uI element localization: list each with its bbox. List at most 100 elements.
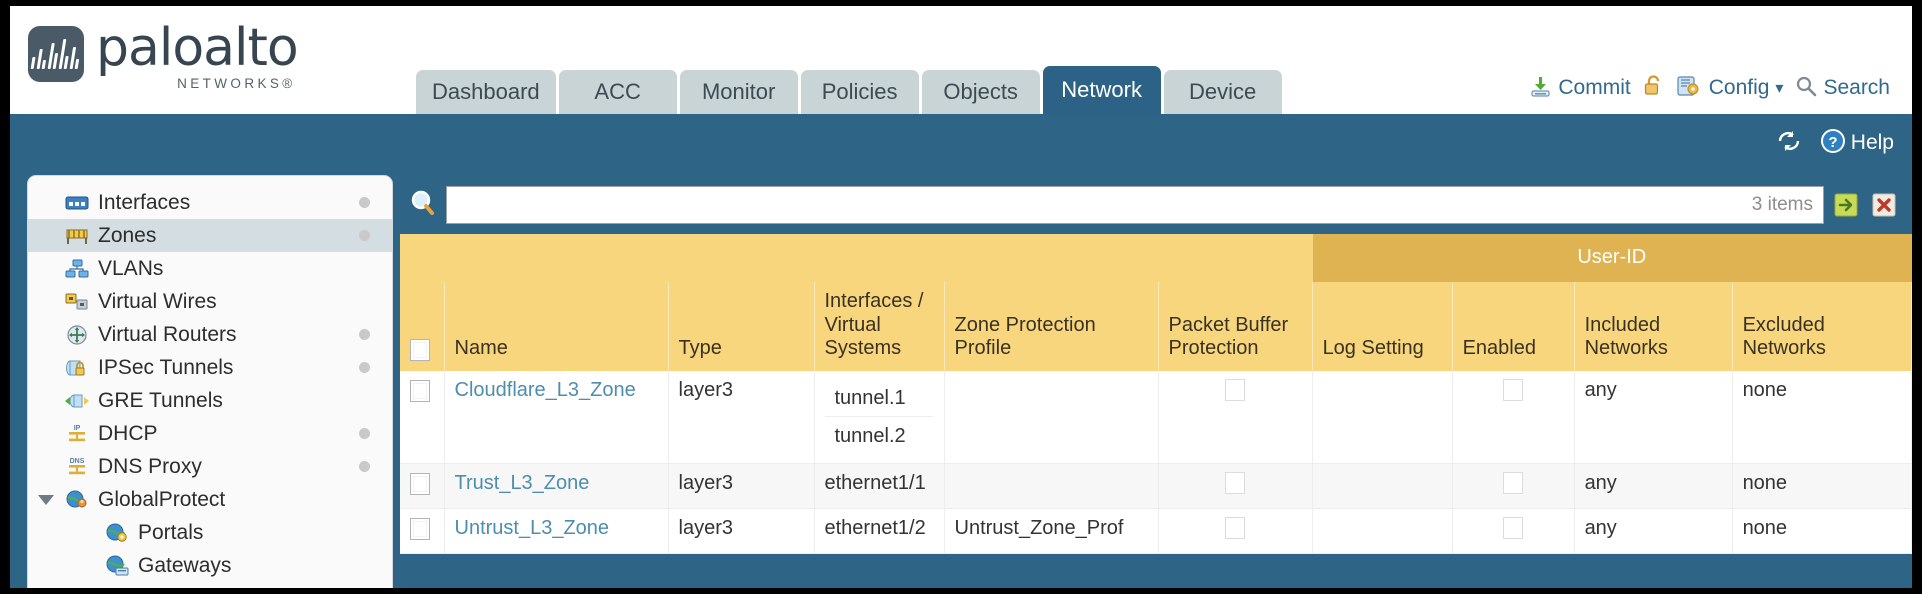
column-header-interfaces[interactable]: Interfaces / Virtual Systems	[814, 282, 945, 371]
portals-icon	[104, 522, 130, 544]
cell-log-setting	[1312, 370, 1453, 464]
column-header-packet-buffer-protection[interactable]: Packet Buffer Protection	[1158, 282, 1313, 371]
cell-packet-buffer-protection	[1158, 508, 1313, 554]
paloalto-logo-icon	[28, 26, 84, 82]
column-header-type[interactable]: Type	[668, 282, 815, 371]
tab-monitor[interactable]: Monitor	[679, 70, 798, 114]
gateways-icon	[104, 555, 130, 577]
ipsec-tunnels-icon	[64, 357, 90, 379]
row-checkbox[interactable]	[410, 379, 430, 402]
column-header-log-setting[interactable]: Log Setting	[1312, 282, 1453, 371]
interface-entry: tunnel.1	[824, 379, 934, 417]
cell-zone-name: Untrust_L3_Zone	[444, 508, 669, 554]
tab-objects[interactable]: Objects	[921, 70, 1040, 114]
row-select-cell	[400, 463, 445, 509]
column-header-excluded-networks[interactable]: Excluded Networks	[1732, 282, 1912, 371]
zone-name-link[interactable]: Trust_L3_Zone	[454, 471, 590, 494]
sidebar-item-interfaces[interactable]: Interfaces	[28, 186, 392, 219]
cell-zone-protection-profile	[944, 463, 1159, 509]
packet-buffer-protection-checkbox[interactable]	[1225, 516, 1246, 539]
search-field-wrapper: 3 items	[446, 186, 1824, 224]
cell-packet-buffer-protection	[1158, 370, 1313, 464]
column-header-included-networks[interactable]: Included Networks	[1574, 282, 1733, 371]
tab-policies[interactable]: Policies	[800, 70, 919, 114]
sidebar-item-dns-proxy[interactable]: DNS DNS Proxy	[28, 450, 392, 483]
config-menu-button[interactable]: Config ▾	[1677, 74, 1783, 102]
commit-button[interactable]: Commit	[1528, 74, 1631, 102]
table-row[interactable]: Cloudflare_L3_Zone layer3 tunnel.1 tunne…	[400, 370, 1912, 464]
status-dot	[359, 329, 370, 340]
cell-included-networks: any	[1574, 463, 1733, 509]
packet-buffer-protection-checkbox[interactable]	[1225, 378, 1246, 401]
zones-table: User-ID Name Type Interfaces / Virtual S…	[400, 234, 1912, 554]
refresh-icon[interactable]	[1776, 129, 1802, 157]
cell-zone-type: layer3	[668, 463, 815, 509]
cell-zone-interfaces: ethernet1/1	[814, 463, 945, 509]
cell-excluded-networks: none	[1732, 508, 1912, 554]
table-row[interactable]: Untrust_L3_Zone layer3 ethernet1/2 Untru…	[400, 508, 1912, 554]
brand-logo: paloalto NETWORKS®	[28, 22, 299, 91]
row-checkbox[interactable]	[410, 517, 430, 540]
sidebar-item-label: Virtual Wires	[98, 289, 217, 313]
row-checkbox[interactable]	[410, 472, 430, 495]
tab-acc[interactable]: ACC	[558, 70, 677, 114]
cell-zone-interfaces: ethernet1/2	[814, 508, 945, 554]
gre-tunnels-icon	[64, 390, 90, 412]
table-row[interactable]: Trust_L3_Zone layer3 ethernet1/1 any	[400, 463, 1912, 509]
group-header-spacer	[400, 234, 1313, 282]
search-input[interactable]	[447, 187, 1752, 223]
user-id-enabled-checkbox[interactable]	[1503, 378, 1524, 401]
tab-device[interactable]: Device	[1163, 70, 1282, 114]
help-button[interactable]: ? Help	[1820, 128, 1894, 158]
search-button[interactable]: Search	[1795, 75, 1890, 101]
cell-user-id-enabled	[1452, 370, 1575, 464]
column-header-enabled[interactable]: Enabled	[1452, 282, 1575, 371]
zone-name-link[interactable]: Cloudflare_L3_Zone	[454, 378, 636, 401]
group-header-user-id: User-ID	[1312, 234, 1912, 282]
config-lock-button[interactable]	[1643, 74, 1665, 102]
status-dot	[359, 362, 370, 373]
column-header-name[interactable]: Name	[444, 282, 669, 371]
vlans-icon	[64, 258, 90, 280]
clear-filter-button[interactable]	[1870, 191, 1898, 219]
search-icon[interactable]	[408, 188, 438, 222]
sidebar-item-label: Zones	[98, 223, 157, 247]
content-panel: 3 items	[400, 176, 1912, 588]
select-all-checkbox[interactable]	[410, 338, 430, 361]
sidebar-item-ipsec-tunnels[interactable]: IPSec Tunnels	[28, 351, 392, 384]
config-label: Config	[1708, 76, 1770, 99]
cell-excluded-networks: none	[1732, 463, 1912, 509]
sidebar-item-virtual-wires[interactable]: Virtual Wires	[28, 285, 392, 318]
sidebar-item-portals[interactable]: Portals	[28, 516, 392, 549]
dhcp-icon: IP	[64, 423, 90, 445]
apply-filter-button[interactable]	[1832, 191, 1860, 219]
chevron-down-icon[interactable]	[38, 494, 54, 505]
top-right-actions: Commit	[1528, 74, 1890, 102]
commit-icon	[1528, 74, 1552, 102]
search-icon	[1795, 75, 1817, 101]
sidebar-item-vlans[interactable]: VLANs	[28, 252, 392, 285]
main-body: Interfaces Zones VLANs Vir	[10, 176, 1912, 588]
cell-zone-protection-profile: Untrust_Zone_Prof	[944, 508, 1159, 554]
sidebar-item-zones[interactable]: Zones	[28, 219, 392, 252]
band-right-actions: ? Help	[1776, 128, 1894, 158]
row-select-cell	[400, 508, 445, 554]
user-id-enabled-checkbox[interactable]	[1503, 516, 1524, 539]
sidebar-item-gateways[interactable]: Gateways	[28, 549, 392, 582]
table-group-header-row: User-ID	[400, 234, 1912, 282]
sidebar-item-label: Interfaces	[98, 190, 191, 214]
sidebar-item-virtual-routers[interactable]: Virtual Routers	[28, 318, 392, 351]
sidebar-item-globalprotect[interactable]: GlobalProtect	[28, 483, 392, 516]
tab-network[interactable]: Network	[1042, 66, 1161, 114]
packet-buffer-protection-checkbox[interactable]	[1225, 471, 1246, 494]
sidebar-item-label: DNS Proxy	[98, 454, 202, 478]
zone-name-link[interactable]: Untrust_L3_Zone	[454, 516, 610, 539]
select-all-checkbox-cell	[400, 282, 445, 371]
tab-dashboard[interactable]: Dashboard	[416, 70, 556, 114]
sidebar-item-gre-tunnels[interactable]: GRE Tunnels	[28, 384, 392, 417]
sidebar-item-dhcp[interactable]: IP DHCP	[28, 417, 392, 450]
column-header-zone-protection-profile[interactable]: Zone Protection Profile	[944, 282, 1159, 371]
sub-header-band: ? Help	[10, 114, 1912, 176]
sidebar-item-label: Virtual Routers	[98, 322, 237, 346]
user-id-enabled-checkbox[interactable]	[1503, 471, 1524, 494]
